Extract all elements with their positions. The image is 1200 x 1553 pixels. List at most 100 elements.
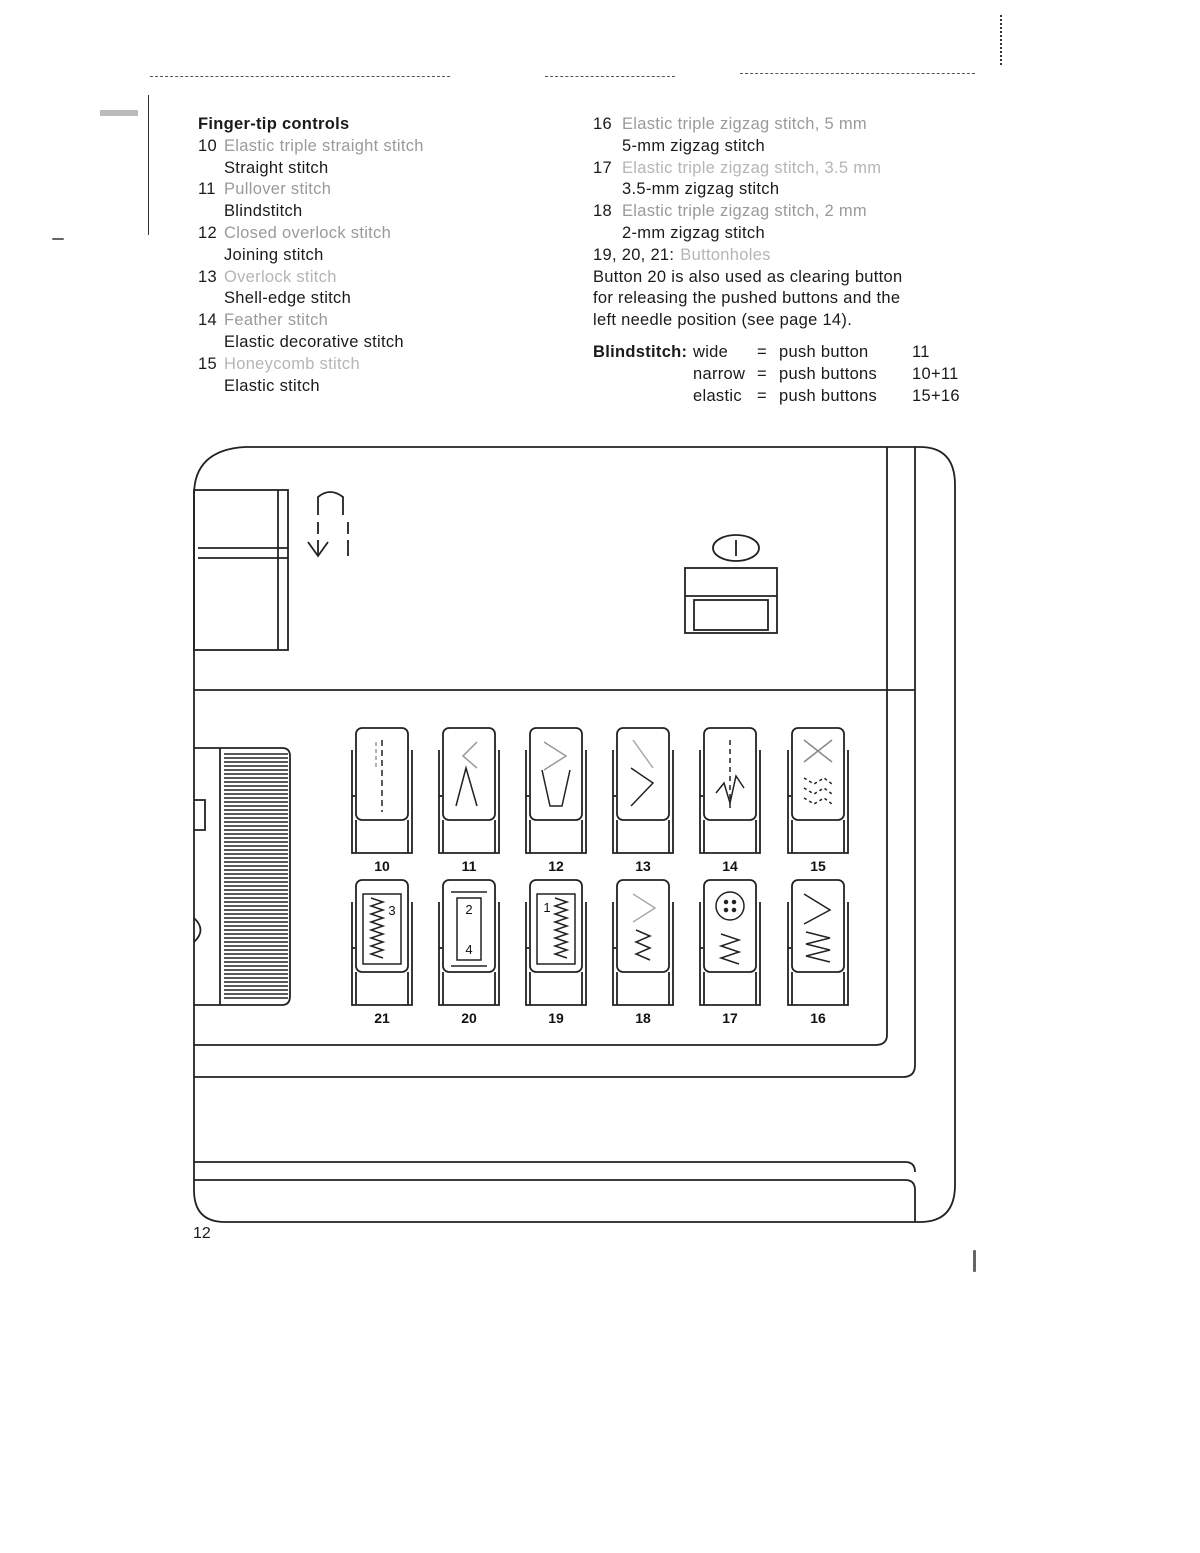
zigzag-2-stitch-symbol <box>632 893 657 961</box>
stitch-button-11[interactable] <box>438 727 500 854</box>
item-number: 11 <box>198 180 216 199</box>
scan-artifact-line <box>150 76 450 77</box>
buttonhole-2-4-stitch-symbol <box>451 891 487 967</box>
honeycomb-stitch-symbol <box>803 739 833 805</box>
blindstitch-kind: wide <box>693 343 729 361</box>
item-name: Elastic triple zigzag stitch, 2 mm <box>622 202 867 221</box>
item-alt-name: 3.5-mm zigzag stitch <box>622 180 780 199</box>
blindstitch-buttons: 15+16 <box>912 387 960 405</box>
panel-outline <box>193 446 956 1223</box>
item-alt-name: Blindstitch <box>224 202 303 221</box>
list-item: 11 Pullover stitch <box>198 179 578 201</box>
stitch-button-12[interactable] <box>525 727 587 854</box>
stitch-button-20[interactable] <box>438 879 500 1006</box>
stitch-button-15[interactable] <box>787 727 849 854</box>
item-alt-name: Shell-edge stitch <box>224 289 352 308</box>
item-alt-name: Elastic stitch <box>224 376 320 395</box>
item-number: 16 <box>593 115 612 133</box>
list-item: 16 Elastic triple zigzag stitch, 5 mm <box>593 114 973 136</box>
equals-sign: = <box>757 343 767 361</box>
scan-speck <box>52 238 64 240</box>
button-number-label: 17 <box>722 1010 738 1026</box>
page-number: 12 <box>193 1225 211 1242</box>
note-line: Button 20 is also used as clearing butto… <box>593 267 903 286</box>
buttonhole-step-mark: 1 <box>543 900 550 915</box>
panel-inner-edge <box>194 1034 888 1046</box>
stitch-button-13[interactable] <box>612 727 674 854</box>
straight-stitch-symbol <box>375 740 383 812</box>
scan-speck <box>100 110 138 116</box>
item-alt-name: 5-mm zigzag stitch <box>622 136 765 155</box>
item-name: Elastic triple zigzag stitch, 3.5 mm <box>622 158 882 177</box>
blindstitch-row: Blindstitch: wide = push button 11 <box>593 341 960 363</box>
zigzag-3-5-stitch-symbol <box>715 891 745 965</box>
buttonhole-3-stitch-symbol <box>362 893 402 965</box>
blindstitch-heading: Blindstitch: <box>593 343 688 361</box>
item-number: 12 <box>198 223 217 242</box>
button-number-label: 15 <box>810 858 826 874</box>
button-number-label: 10 <box>374 858 390 874</box>
item-alt-name: Straight stitch <box>224 158 329 177</box>
blindstitch-action: push button <box>779 343 869 361</box>
item-alt-name: Joining stitch <box>224 245 324 264</box>
list-item: 12 Closed overlock stitch <box>198 223 578 245</box>
indicator-window <box>193 489 289 651</box>
buttonhole-step-mark: 3 <box>388 903 395 918</box>
item-alt-name: Elastic decorative stitch <box>224 332 404 351</box>
note-line: left needle position (see page 14). <box>593 311 853 330</box>
blindstitch-row: elastic = push buttons 15+16 <box>593 385 960 407</box>
item-number: 17 <box>593 158 612 177</box>
scan-speck <box>973 1250 976 1272</box>
list-item: 19, 20, 21: Buttonholes <box>593 245 973 267</box>
stitch-button-21[interactable] <box>351 879 413 1006</box>
closed-overlock-stitch-symbol <box>541 741 571 807</box>
panel-bottom-edge <box>194 1179 916 1222</box>
stitch-button-18[interactable] <box>612 879 674 1006</box>
list-item: 15 Honeycomb stitch <box>198 354 578 376</box>
item-name: Overlock stitch <box>224 267 337 286</box>
equals-sign: = <box>757 365 767 383</box>
scan-artifact-line <box>545 76 675 77</box>
zigzag-controls-list: 16 Elastic triple zigzag stitch, 5 mm 5-… <box>593 114 973 332</box>
item-number: 13 <box>198 267 217 286</box>
button-number-label: 13 <box>635 858 651 874</box>
button-number-label: 20 <box>461 1010 477 1026</box>
stitch-button-10[interactable] <box>351 727 413 854</box>
button-number-label: 14 <box>722 858 738 874</box>
button-number-label: 21 <box>374 1010 390 1026</box>
list-item: 18 Elastic triple zigzag stitch, 2 mm <box>593 201 973 223</box>
button-number-label: 19 <box>548 1010 564 1026</box>
stitch-button-14[interactable] <box>699 727 761 854</box>
item-name: Closed overlock stitch <box>224 223 392 242</box>
item-alt-name: 2-mm zigzag stitch <box>622 223 765 242</box>
button-number-label: 18 <box>635 1010 651 1026</box>
panel-bottom-edge <box>194 1161 916 1173</box>
stitch-button-16[interactable] <box>787 879 849 1006</box>
item-name: Elastic triple straight stitch <box>224 136 424 155</box>
buttonhole-1-stitch-symbol <box>536 893 576 965</box>
button-number-label: 11 <box>462 858 477 874</box>
panel-inner-edge <box>194 447 916 1078</box>
buttonhole-step-mark: 2 <box>465 902 472 917</box>
stitch-button-17[interactable] <box>699 879 761 1006</box>
buttonhole-step-mark: 4 <box>465 942 472 957</box>
button-number-label: 16 <box>810 1010 826 1026</box>
item-name: Feather stitch <box>224 311 329 330</box>
note-line: for releasing the pushed buttons and the <box>593 289 901 308</box>
item-name: Buttonholes <box>680 245 771 264</box>
margin-line <box>148 95 149 235</box>
finger-tip-controls-list: Finger-tip controls 10 Elastic triple st… <box>198 114 578 397</box>
list-item: 14 Feather stitch <box>198 310 578 332</box>
item-number: 18 <box>593 202 612 221</box>
item-name: Pullover stitch <box>224 180 332 199</box>
overlock-stitch-symbol <box>630 739 655 807</box>
stitch-button-19[interactable] <box>525 879 587 1006</box>
reverse-feed-icon <box>307 491 349 558</box>
item-name: Elastic triple zigzag stitch, 5 mm <box>622 115 867 133</box>
item-name: Honeycomb stitch <box>224 354 360 373</box>
blindstitch-table: Blindstitch: wide = push button 11 narro… <box>593 341 960 407</box>
feather-stitch-symbol <box>715 740 745 808</box>
list-item: 13 Overlock stitch <box>198 267 578 289</box>
scan-artifact-line <box>740 73 975 74</box>
